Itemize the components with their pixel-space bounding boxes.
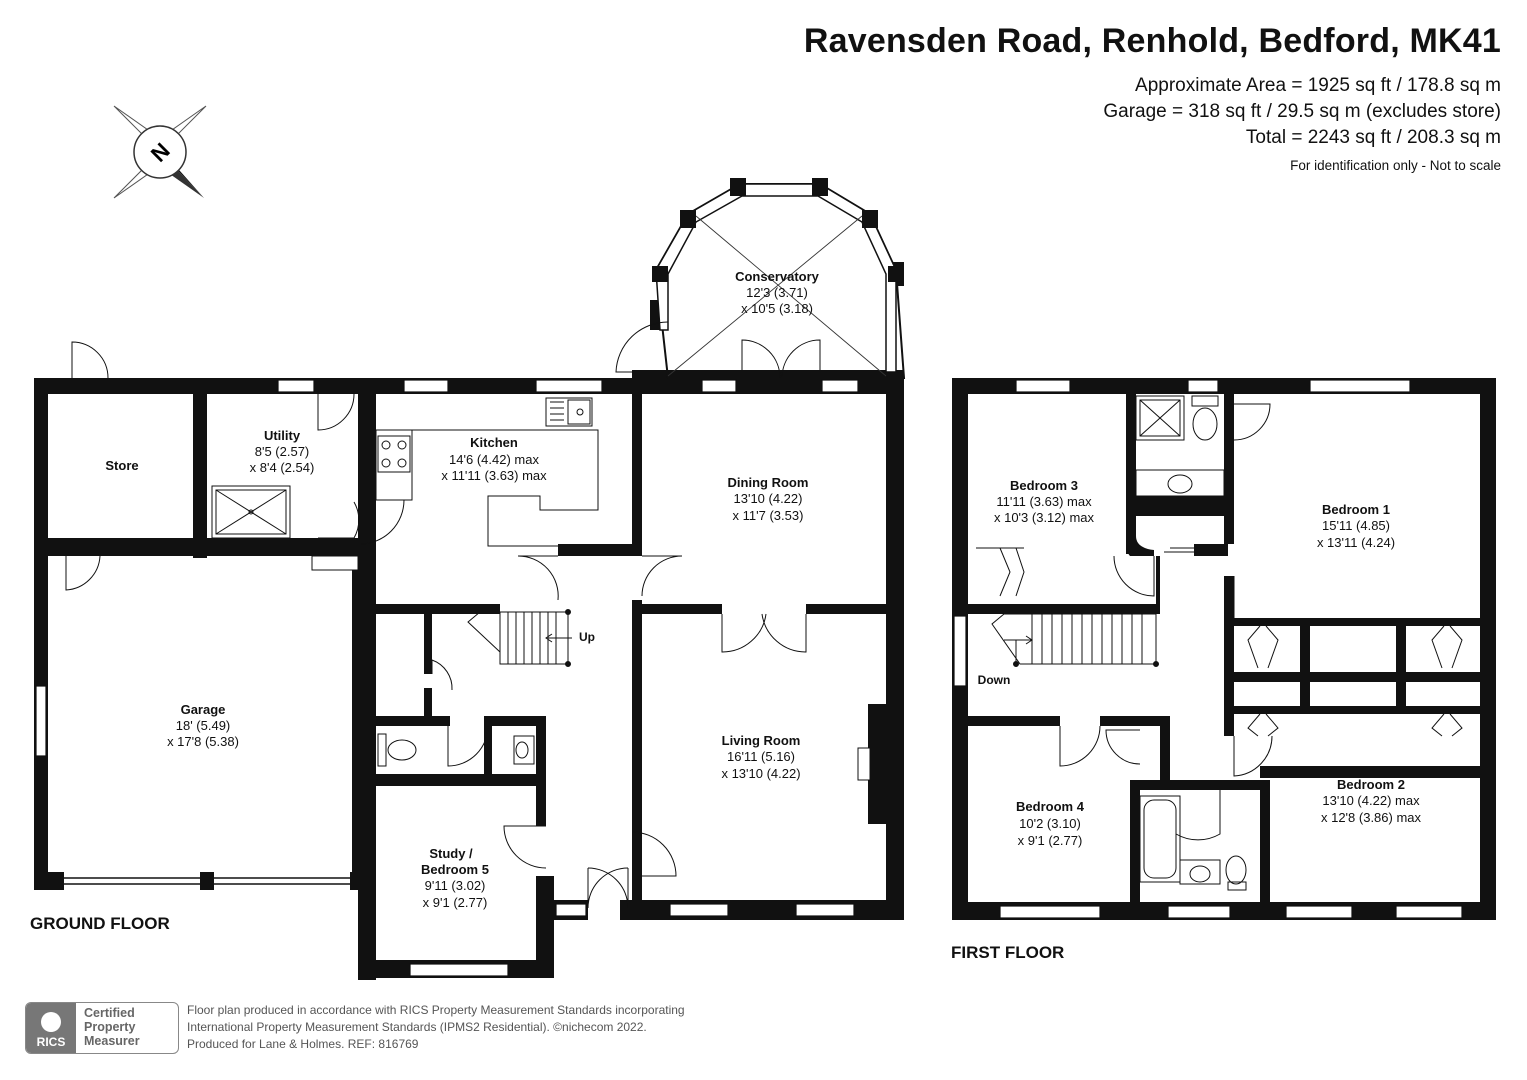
stairs-up-label: Up <box>579 630 595 644</box>
ground-floor-door-swings <box>65 341 807 909</box>
bedroom2-dim2: x 12'8 (3.86) max <box>1321 810 1422 825</box>
ground-floor-label: GROUND FLOOR <box>30 914 170 933</box>
bedroom1-label: Bedroom 1 <box>1322 502 1390 517</box>
first-floor-staircase <box>991 613 1159 667</box>
kitchen-dim1: 14'6 (4.42) max <box>449 452 539 467</box>
bedroom4-dim2: x 9'1 (2.77) <box>1018 833 1083 848</box>
bedroom1-dim2: x 13'11 (4.24) <box>1317 535 1395 550</box>
footer-line3: Produced for Lane & Holmes. REF: 816769 <box>187 1037 419 1051</box>
garage-dim2: x 17'8 (5.38) <box>167 734 239 749</box>
kitchen-label: Kitchen <box>470 435 518 450</box>
conservatory-label: Conservatory <box>735 269 820 284</box>
study-label-line1: Study / <box>429 846 473 861</box>
study-dim2: x 9'1 (2.77) <box>423 895 488 910</box>
compass-rose-icon: N <box>113 105 207 199</box>
garage-label: Garage <box>181 702 226 717</box>
footer-line2: International Property Measurement Stand… <box>187 1020 647 1034</box>
dining-room-dim1: 13'10 (4.22) <box>734 491 803 506</box>
rics-badge-line3: Measurer <box>84 1034 140 1048</box>
stairs-down-label: Down <box>978 673 1011 687</box>
bedroom3-dim1: 11'11 (3.63) max <box>996 494 1092 509</box>
rics-badge-text: Certified Property Measurer <box>84 1006 140 1048</box>
rics-badge-line1: Certified <box>84 1006 135 1020</box>
garage-area-text: Garage = 318 sq ft / 29.5 sq m (excludes… <box>1103 101 1501 122</box>
rics-logo-text: RICS <box>36 1035 66 1049</box>
footer-line1: Floor plan produced in accordance with R… <box>187 1003 685 1017</box>
garage-door <box>64 877 350 885</box>
living-room-dim1: 16'11 (5.16) <box>727 749 795 764</box>
rics-logo: RICS <box>26 1003 76 1053</box>
first-floor-door-swings <box>976 403 1463 841</box>
first-floor-label: FIRST FLOOR <box>951 943 1065 962</box>
utility-shower-tray <box>211 485 291 539</box>
utility-label: Utility <box>264 428 301 443</box>
bedroom3-label: Bedroom 3 <box>1010 478 1078 493</box>
bedroom4-label: Bedroom 4 <box>1016 799 1085 814</box>
property-address-title: Ravensden Road, Renhold, Bedford, MK41 <box>803 22 1501 60</box>
dining-room-dim2: x 11'7 (3.53) <box>733 508 804 523</box>
living-room-fireplace <box>857 704 886 824</box>
study-dim1: 9'11 (3.02) <box>425 878 486 893</box>
footer-disclaimer: Floor plan produced in accordance with R… <box>187 1002 685 1053</box>
conservatory-dim1: 12'3 (3.71) <box>746 285 808 300</box>
study-label-line2: Bedroom 5 <box>421 862 489 877</box>
utility-dim1: 8'5 (2.57) <box>255 444 310 459</box>
living-room-label: Living Room <box>722 733 801 748</box>
conservatory-outline <box>615 178 906 379</box>
bedroom1-dim1: 15'11 (4.85) <box>1322 518 1390 533</box>
rics-certified-badge: RICS Certified Property Measurer <box>25 1002 179 1054</box>
ground-floor-windows <box>35 379 859 977</box>
store-label: Store <box>105 458 138 473</box>
bedroom3-dim2: x 10'3 (3.12) max <box>994 510 1095 525</box>
first-floor-bathroom-fittings <box>1135 395 1247 891</box>
utility-dim2: x 8'4 (2.54) <box>250 460 315 475</box>
ground-floor-staircase <box>467 609 572 667</box>
rics-emblem-icon <box>41 1012 61 1032</box>
total-area-text: Total = 2243 sq ft / 208.3 sq m <box>1245 127 1501 148</box>
first-floor-windows <box>953 379 1463 919</box>
bedroom4-dim1: 10'2 (3.10) <box>1019 816 1081 831</box>
bedroom2-label: Bedroom 2 <box>1337 777 1405 792</box>
garage-dim1: 18' (5.49) <box>176 718 231 733</box>
ground-floor-room-labels: Store Utility 8'5 (2.57) x 8'4 (2.54) Ki… <box>105 269 819 910</box>
bedroom2-dim1: 13'10 (4.22) max <box>1322 793 1420 808</box>
first-floor-room-labels: Bedroom 3 11'11 (3.63) max x 10'3 (3.12)… <box>978 478 1422 848</box>
ground-wc-fittings <box>377 733 535 767</box>
dining-room-label: Dining Room <box>728 475 809 490</box>
conservatory-dim2: x 10'5 (3.18) <box>741 301 813 316</box>
rics-badge-line2: Property <box>84 1020 136 1034</box>
kitchen-fittings <box>375 397 606 547</box>
identification-note: For identification only - Not to scale <box>1290 158 1501 173</box>
living-room-dim2: x 13'10 (4.22) <box>721 766 800 781</box>
kitchen-dim2: x 11'11 (3.63) max <box>441 468 547 483</box>
approximate-area-text: Approximate Area = 1925 sq ft / 178.8 sq… <box>1135 75 1501 96</box>
